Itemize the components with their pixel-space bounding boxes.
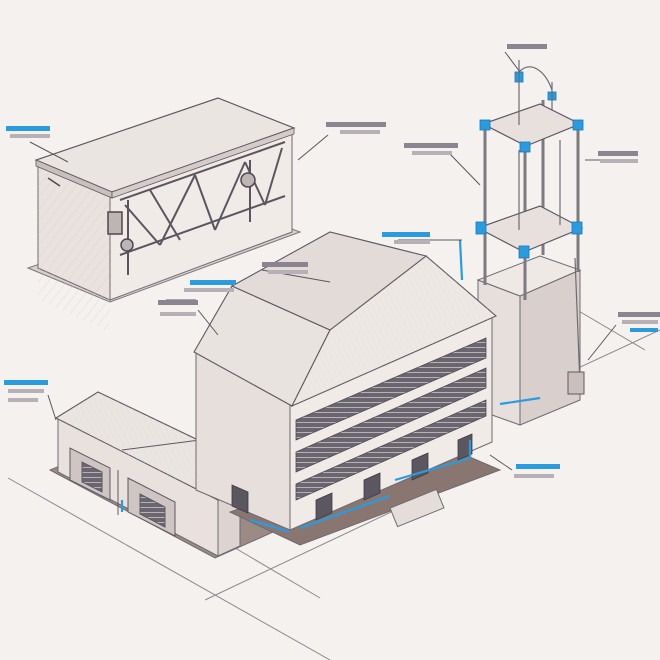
callout-tower-right <box>598 151 638 163</box>
tower-mid-platform <box>476 205 584 253</box>
truss-building-wall-hatch <box>38 159 110 332</box>
callout-marker-icon <box>190 280 236 285</box>
callout-marker-icon <box>394 240 430 244</box>
main-ground-doors <box>231 433 473 521</box>
callout-marker-icon <box>158 300 198 305</box>
callout-marker-icon <box>8 389 44 393</box>
truss-building <box>26 97 302 332</box>
truss-machinery <box>47 172 256 252</box>
callout-main-roof <box>262 262 308 274</box>
main-window-bands <box>295 337 487 501</box>
main-roof-hatch <box>292 256 496 406</box>
callout-shaft-right <box>618 312 660 332</box>
callout-base-right <box>514 464 560 478</box>
callout-marker-icon <box>382 232 430 237</box>
tower-base-block-top <box>476 255 582 297</box>
callout-marker-icon <box>340 130 380 134</box>
callout-main-roof-left <box>184 280 236 292</box>
main-entrance-pad <box>389 488 445 528</box>
callout-labels <box>4 44 660 478</box>
annex-garage-bays <box>69 447 176 537</box>
main-building <box>193 231 502 546</box>
truss-building-roof-edge-front <box>111 127 295 199</box>
service-accent-lines <box>120 239 541 534</box>
callout-marker-icon <box>404 143 458 148</box>
callout-marker-icon <box>10 134 50 138</box>
callout-marker-icon <box>262 262 308 267</box>
callout-marker-icon <box>618 312 660 317</box>
callout-marker-icon <box>160 312 196 316</box>
tower-accent-joints <box>475 71 584 259</box>
callout-annex-left <box>4 380 48 402</box>
tower-upper-platform <box>481 103 582 147</box>
tower-base-block-side <box>519 269 581 426</box>
callout-marker-icon <box>6 126 50 131</box>
callout-marker-icon <box>630 328 658 332</box>
tower-hoist-cables <box>518 60 581 386</box>
tower-control-box <box>567 371 585 395</box>
callout-tower-mid-platform <box>382 232 430 244</box>
callout-marker-icon <box>514 474 554 478</box>
callout-marker-icon <box>622 320 658 324</box>
callout-marker-icon <box>326 122 386 127</box>
callout-marker-icon <box>268 270 308 274</box>
annex-roof-ridge <box>121 439 201 451</box>
callout-truss-building-title <box>6 126 50 138</box>
callout-tower-upper-platform <box>404 143 458 155</box>
callout-marker-icon <box>516 464 560 469</box>
callout-tower-top <box>507 44 547 49</box>
callout-marker-icon <box>184 288 234 292</box>
callout-marker-icon <box>4 380 48 385</box>
truss-frame <box>119 141 286 275</box>
callout-marker-icon <box>598 151 638 156</box>
callout-annex-roof <box>158 300 198 316</box>
callout-marker-icon <box>8 398 38 402</box>
callout-truss-building-right <box>326 122 386 134</box>
callout-marker-icon <box>412 151 452 155</box>
callout-marker-icon <box>600 159 638 163</box>
callout-marker-icon <box>507 44 547 49</box>
